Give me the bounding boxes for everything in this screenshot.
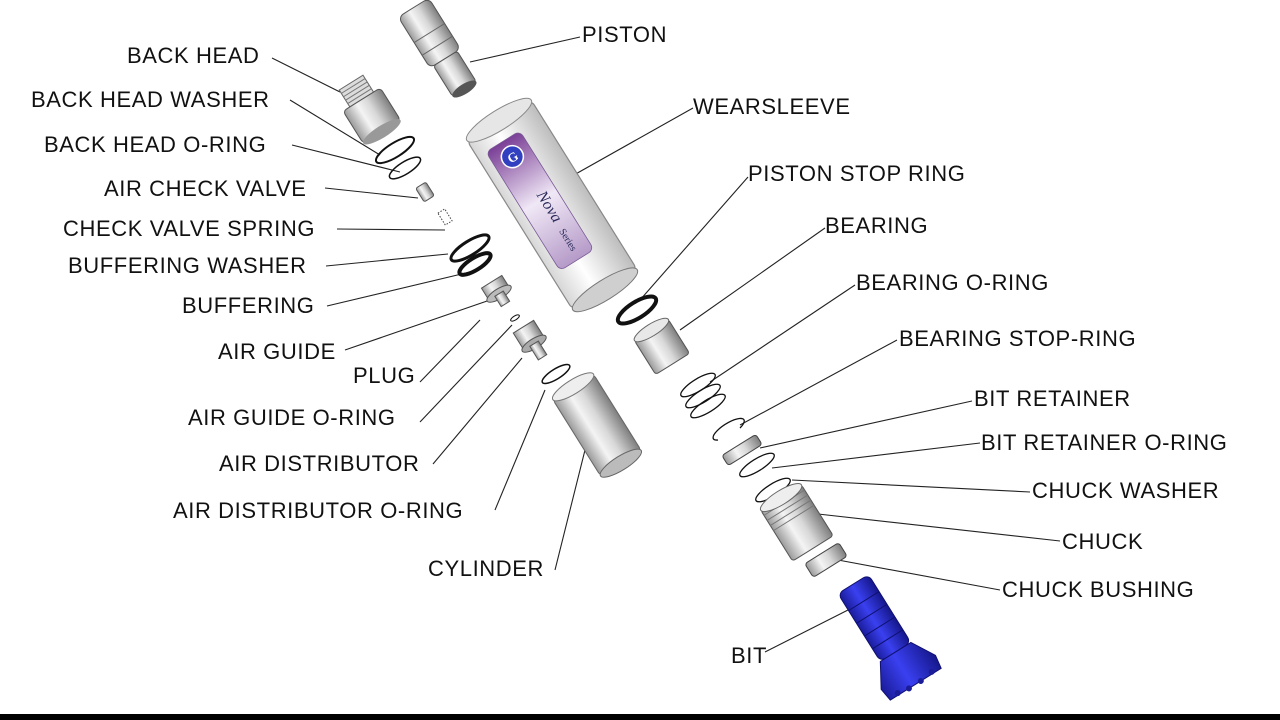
chuck-bushing-part (805, 543, 847, 577)
wearsleeve-part: G Nova Series (465, 97, 639, 313)
bit-retainer-part (722, 434, 762, 466)
label-plug: PLUG (353, 363, 416, 388)
check-valve-spring-part (437, 208, 453, 226)
label-air-distributor: AIR DISTRIBUTOR (219, 451, 420, 476)
air-distributor-part (512, 319, 548, 361)
label-air-check-valve: AIR CHECK VALVE (104, 176, 307, 201)
bit-part (839, 576, 942, 701)
label-bit-retainer: BIT RETAINER (974, 386, 1131, 411)
leader-lines (271, 36, 1061, 653)
label-piston-stop-ring: PISTON STOP RING (748, 161, 966, 186)
label-back-head: BACK HEAD (127, 43, 260, 68)
left-rings (374, 135, 571, 385)
label-chuck-washer: CHUCK WASHER (1032, 478, 1220, 503)
air-check-valve-part (415, 182, 435, 202)
bottom-border (0, 714, 1280, 720)
label-wearsleeve: WEARSLEEVE (693, 94, 851, 119)
label-check-valve-spring: CHECK VALVE SPRING (63, 216, 316, 241)
label-cylinder: CYLINDER (428, 556, 545, 581)
label-bit-retainer-o-ring: BIT RETAINER O-RING (981, 430, 1228, 455)
cylinder-part (551, 372, 643, 478)
label-buffering-washer: BUFFERING WASHER (68, 253, 307, 278)
right-rings (680, 372, 791, 503)
label-bearing-o-ring: BEARING O-RING (856, 270, 1049, 295)
label-bearing-stop-ring: BEARING STOP-RING (899, 326, 1137, 351)
back-head-part (338, 74, 401, 145)
label-bit: BIT (731, 643, 768, 668)
label-chuck-bushing: CHUCK BUSHING (1002, 577, 1195, 602)
label-piston: PISTON (582, 22, 668, 47)
label-chuck: CHUCK (1062, 529, 1144, 554)
piston-part (400, 0, 477, 98)
piston-stop-ring-part (615, 294, 659, 326)
label-buffering: BUFFERING (182, 293, 315, 318)
label-air-distributor-o-ring: AIR DISTRIBUTOR O-RING (173, 498, 464, 523)
label-bearing: BEARING (825, 213, 929, 238)
bearing-part (633, 317, 689, 374)
label-air-guide: AIR GUIDE (218, 339, 336, 364)
chuck-part (759, 483, 833, 561)
buffering-part (480, 274, 512, 308)
label-air-guide-o-ring: AIR GUIDE O-RING (188, 405, 396, 430)
label-back-head-o-ring: BACK HEAD O-RING (44, 132, 267, 157)
label-back-head-washer: BACK HEAD WASHER (31, 87, 270, 112)
